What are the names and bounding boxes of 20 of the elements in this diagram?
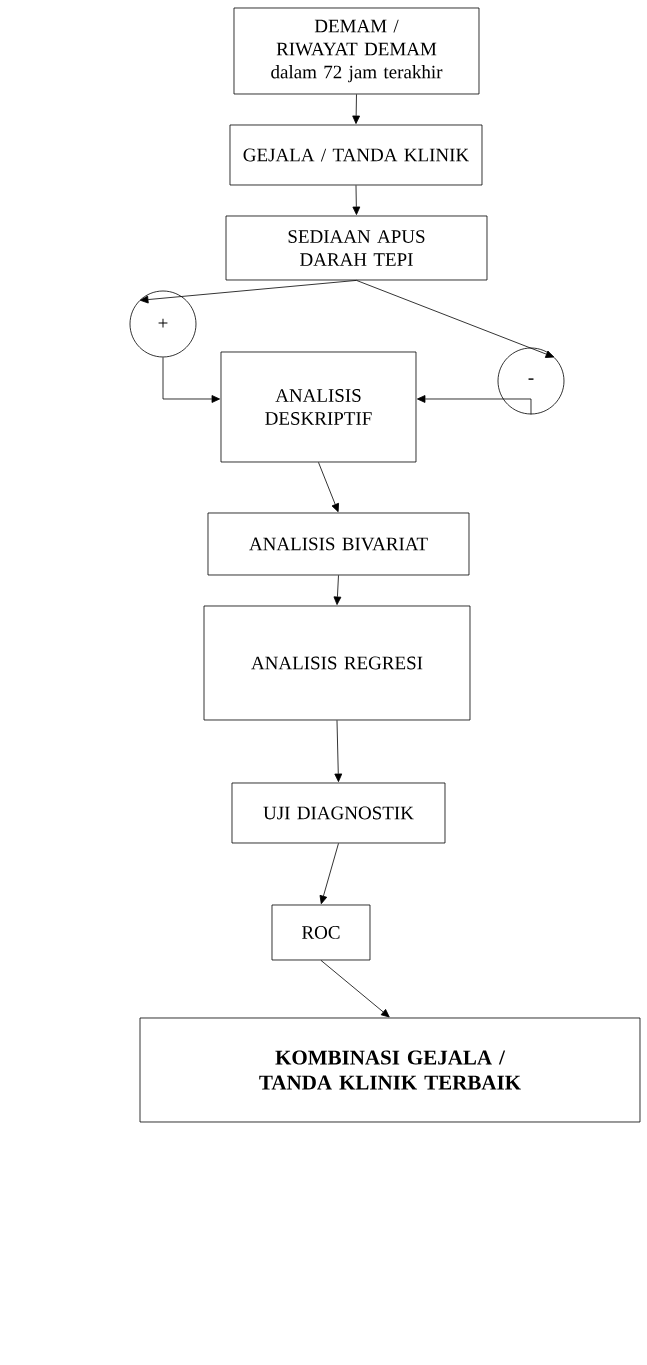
process-box: ANALISIS BIVARIAT (207, 512, 470, 576)
process-box: ROC (271, 904, 371, 961)
process-box: ANALISIS DESKRIPTIF (220, 351, 417, 463)
process-box: UJI DIAGNOSTIK (231, 782, 446, 844)
arrow (356, 280, 555, 358)
process-box: GEJALA / TANDA KLINIK (229, 124, 483, 186)
arrow (139, 280, 357, 304)
process-box: SEDIAAN APUS DARAH TEPI (225, 215, 488, 281)
arrow (333, 575, 342, 605)
arrow (352, 185, 361, 215)
arrow (417, 395, 532, 415)
arrow (352, 94, 360, 124)
result-box: KOMBINASI GEJALA / TANDA KLINIK TERBAIK (139, 1017, 641, 1123)
process-box: DEMAM / RIWAYAT DEMAM dalam 72 jam terakhir (233, 7, 480, 95)
arrow (334, 720, 343, 782)
process-box: ANALISIS REGRESI (203, 605, 471, 721)
arrow (319, 843, 339, 905)
arrow (320, 960, 390, 1018)
arrow (162, 357, 220, 403)
arrow (318, 462, 339, 513)
